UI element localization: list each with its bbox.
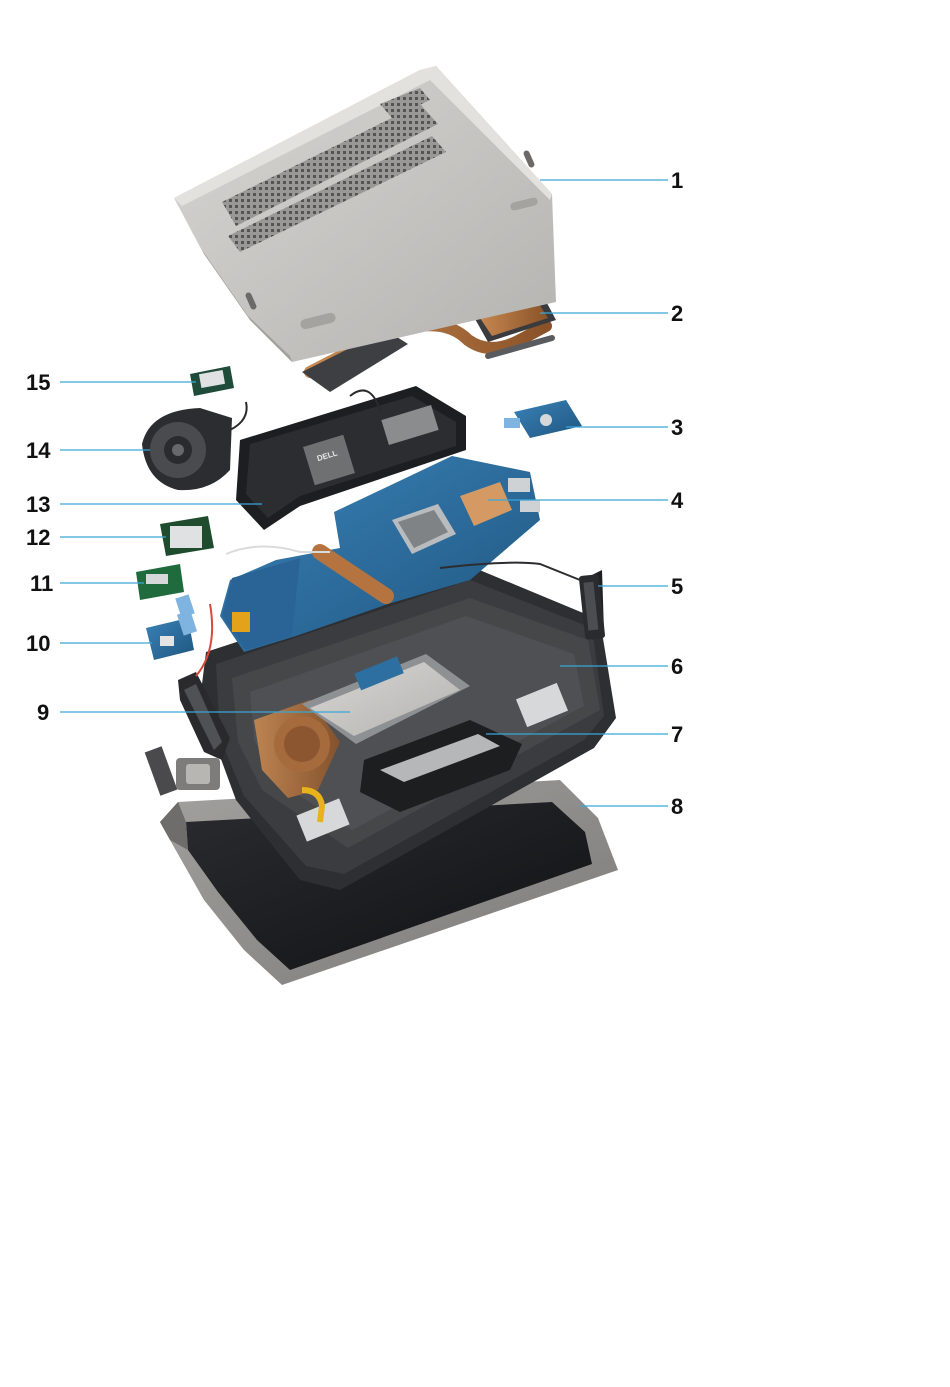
callout-14: 14 — [26, 438, 51, 463]
callout-8: 8 — [671, 794, 683, 819]
system-fan — [142, 402, 247, 490]
callout-1: 1 — [671, 168, 683, 193]
callout-3: 3 — [671, 415, 683, 440]
callout-13: 13 — [26, 492, 50, 517]
wlan-card — [136, 564, 184, 600]
ssd-card — [190, 366, 234, 396]
power-button-board — [504, 400, 582, 438]
callout-5: 5 — [671, 574, 683, 599]
callout-2: 2 — [671, 301, 683, 326]
wwan-card — [160, 516, 214, 556]
callout-6: 6 — [671, 654, 683, 679]
callout-7: 7 — [671, 722, 683, 747]
io-board — [146, 610, 197, 660]
flex-cable — [175, 594, 194, 617]
callout-10: 10 — [26, 631, 50, 656]
callout-9: 9 — [37, 700, 49, 725]
callout-11: 11 — [30, 571, 53, 596]
callout-15: 15 — [26, 370, 50, 395]
callout-12: 12 — [26, 525, 50, 550]
callout-4: 4 — [671, 488, 684, 513]
